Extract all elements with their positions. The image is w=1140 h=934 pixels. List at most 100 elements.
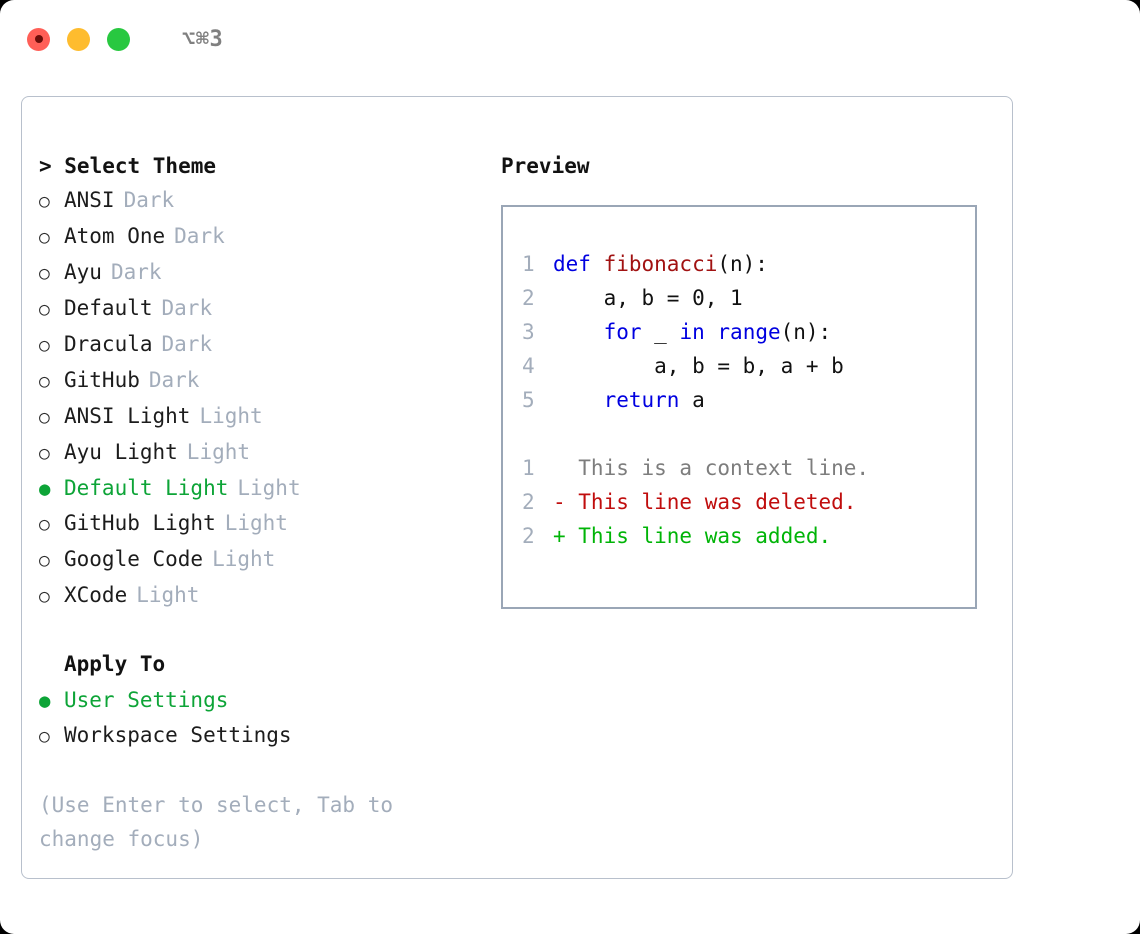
theme-category-badge: Dark: [110, 260, 162, 284]
code-token: [705, 320, 718, 344]
apply-to-label: Workspace Settings: [64, 723, 292, 747]
apply-to-item[interactable]: ○ Workspace Settings: [39, 718, 469, 754]
code-text: return a: [553, 383, 705, 417]
maximize-icon[interactable]: [107, 27, 130, 51]
code-token: (n):: [780, 320, 832, 344]
code-token: in: [679, 320, 705, 344]
code-text: a, b = b, a + b: [553, 349, 844, 383]
line-number: 2: [522, 286, 535, 310]
diff-line: 1 This is a context line.: [522, 451, 975, 485]
code-token: def: [553, 252, 604, 276]
line-number: 3: [522, 320, 535, 344]
apply-to-item[interactable]: ● User Settings: [39, 683, 469, 718]
code-line: 4 a, b = b, a + b: [522, 349, 975, 383]
radio-unselected-icon: ○: [39, 443, 50, 464]
diff-preview: 1 This is a context line. 2 - This line wa…: [522, 451, 975, 553]
line-number: 2: [522, 490, 535, 514]
theme-category-badge: Light: [237, 476, 301, 500]
theme-name: Ayu Light: [64, 440, 178, 464]
theme-list-item[interactable]: ○ Ayu Light Light: [39, 435, 469, 471]
code-text: def fibonacci(n):: [553, 247, 768, 281]
code-token: [553, 320, 604, 344]
theme-name: ANSI: [64, 188, 115, 212]
code-line: 1 def fibonacci(n):: [522, 247, 975, 281]
line-number: 2: [522, 524, 535, 548]
keyboard-shortcut-label: ⌥⌘3: [182, 26, 224, 52]
theme-list-item[interactable]: ○ XCode Light: [39, 578, 469, 614]
code-line: 2 a, b = 0, 1: [522, 281, 975, 315]
preview-title: Preview: [501, 154, 590, 178]
minimize-icon[interactable]: [67, 27, 90, 51]
diff-text: + This line was added.: [553, 524, 832, 548]
radio-unselected-icon: ○: [39, 227, 50, 248]
apply-to-heading-row: ○ Apply To: [39, 647, 469, 683]
theme-category-badge: Light: [212, 547, 276, 571]
radio-unselected-icon: ○: [39, 726, 50, 747]
radio-unselected-icon: ○: [39, 586, 50, 607]
page-title: > Select Theme: [39, 154, 217, 178]
theme-category-badge: Light: [199, 404, 263, 428]
code-token: _: [641, 320, 680, 344]
code-token: a: [679, 388, 705, 412]
code-token: for: [603, 320, 642, 344]
code-token: a, b = 0, 1: [553, 286, 743, 310]
code-token: [553, 388, 604, 412]
apply-to-heading: Apply To: [64, 652, 166, 676]
diff-text: - This line was deleted.: [553, 490, 857, 514]
diff-line: 2 - This line was deleted.: [522, 485, 975, 519]
code-line: 5 return a: [522, 383, 975, 417]
theme-name: Ayu: [64, 260, 102, 284]
line-number: 5: [522, 388, 535, 412]
apply-to-label: User Settings: [64, 688, 229, 712]
line-number: 1: [522, 456, 535, 480]
theme-category-badge: Dark: [161, 332, 213, 356]
code-text: for _ in range(n):: [553, 315, 832, 349]
traffic-lights: [27, 27, 130, 51]
code-token: return: [603, 388, 680, 412]
theme-name: ANSI Light: [64, 404, 191, 428]
theme-category-badge: Dark: [123, 188, 175, 212]
close-icon[interactable]: [27, 27, 50, 51]
code-token: range: [717, 320, 781, 344]
theme-name: GitHub: [64, 368, 140, 392]
theme-name: Dracula: [64, 332, 153, 356]
theme-list-item[interactable]: ○ Dracula Dark: [39, 327, 469, 363]
bullet-placeholder-icon: ○: [39, 649, 64, 683]
code-diff-separator: [522, 417, 975, 451]
code-text: a, b = 0, 1: [553, 281, 743, 315]
radio-unselected-icon: ○: [39, 371, 50, 392]
radio-unselected-icon: ○: [39, 263, 50, 284]
code-token: (n):: [717, 252, 768, 276]
radio-selected-icon: ●: [39, 690, 51, 712]
radio-unselected-icon: ○: [39, 407, 50, 428]
theme-name: Default: [64, 296, 153, 320]
theme-list-item[interactable]: ○ Ayu Dark: [39, 255, 469, 291]
radio-unselected-icon: ○: [39, 335, 50, 356]
radio-unselected-icon: ○: [39, 299, 50, 320]
radio-unselected-icon: ○: [39, 514, 50, 535]
theme-list-item[interactable]: ○ ANSI Light Light: [39, 399, 469, 435]
diff-text: This is a context line.: [553, 456, 870, 480]
help-text: (Use Enter to select, Tab to change focu…: [39, 793, 406, 851]
radio-unselected-icon: ○: [39, 550, 50, 571]
theme-category-badge: Light: [186, 440, 251, 464]
apply-to-list[interactable]: ● User Settings ○ Workspace Settings: [39, 683, 469, 754]
theme-category-badge: Light: [136, 583, 200, 607]
code-token: fibonacci: [603, 252, 718, 276]
theme-name: XCode: [64, 583, 128, 607]
line-number: 1: [522, 252, 535, 276]
theme-name: Default Light: [64, 476, 229, 500]
